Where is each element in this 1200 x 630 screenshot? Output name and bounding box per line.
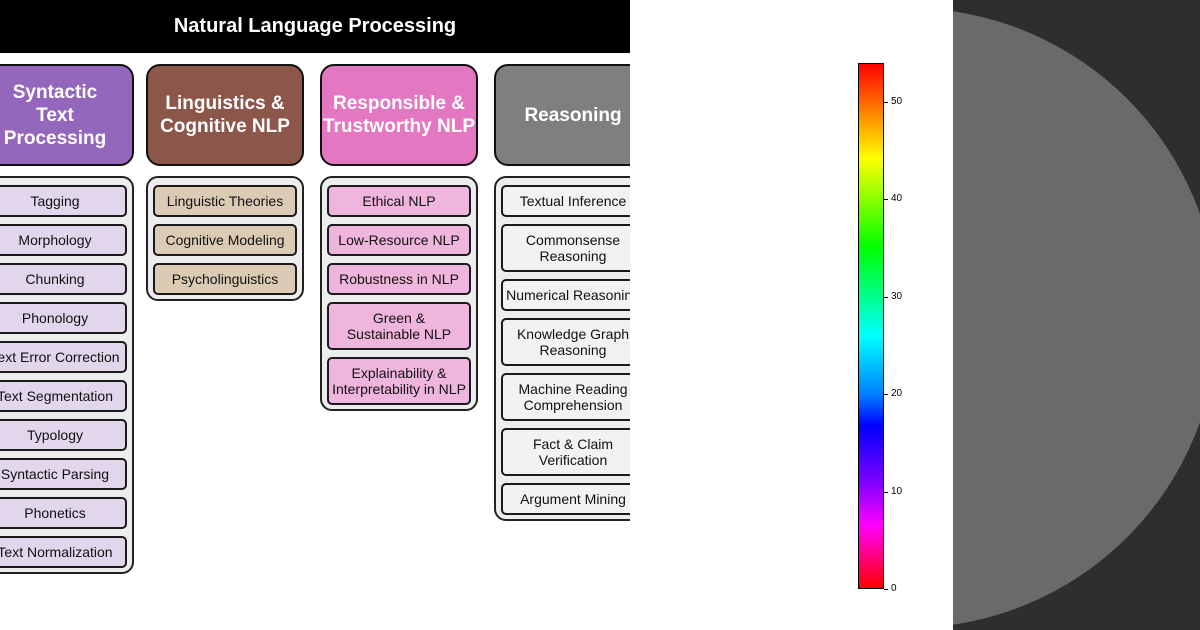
topic-item: Text Normalization xyxy=(0,536,127,568)
dark-circle-image xyxy=(953,0,1200,630)
topic-item: Tagging xyxy=(0,185,127,217)
diagram-title: Natural Language Processing xyxy=(0,0,630,53)
gray-circle xyxy=(953,8,1200,628)
topic-item: Phonology xyxy=(0,302,127,334)
topic-item: Morphology xyxy=(0,224,127,256)
topic-item: Cognitive Modeling xyxy=(153,224,297,256)
colorbar-tick-label: 10 xyxy=(891,485,903,497)
topic-item: Textual Inference xyxy=(501,185,630,217)
topic-item: Linguistic Theories xyxy=(153,185,297,217)
colorbar-tick-label: 50 xyxy=(891,95,903,107)
colorbar-panel: 0 10 20 30 40 50 xyxy=(630,0,953,630)
topic-item: Argument Mining xyxy=(501,483,630,515)
topic-item: Syntactic Parsing xyxy=(0,458,127,490)
topic-item: Knowledge Graph Reasoning xyxy=(501,318,630,366)
topic-item: Numerical Reasoning xyxy=(501,279,630,311)
category-header-2: Responsible & Trustworthy NLP xyxy=(320,64,478,166)
category-header-1: Linguistics & Cognitive NLP xyxy=(146,64,304,166)
colorbar-tick xyxy=(884,491,888,493)
topic-item: Low-Resource NLP xyxy=(327,224,471,256)
colorbar-tick-label: 30 xyxy=(891,290,903,302)
topic-item: Text Segmentation xyxy=(0,380,127,412)
colorbar-tick xyxy=(884,101,888,103)
colorbar-tick xyxy=(884,199,888,201)
colorbar-tick-label: 0 xyxy=(891,583,897,594)
topic-item: Robustness in NLP xyxy=(327,263,471,295)
topic-item: Commonsense Reasoning xyxy=(501,224,630,272)
colorbar-tick xyxy=(884,589,888,590)
category-header-0: Syntactic Text Processing xyxy=(0,64,134,166)
colorbar-tick xyxy=(884,296,888,298)
topic-item: Typology xyxy=(0,419,127,451)
topic-item: Machine Reading Comprehension xyxy=(501,373,630,421)
colorbar-tick-label: 40 xyxy=(891,193,903,205)
topic-item: Explainability & Interpretability in NLP xyxy=(327,357,471,405)
topic-item: Psycholinguistics xyxy=(153,263,297,295)
topic-item: Phonetics xyxy=(0,497,127,529)
nlp-taxonomy-diagram: Natural Language Processing Syntactic Te… xyxy=(0,0,630,574)
colorbar-tick xyxy=(884,394,888,396)
topic-item: Chunking xyxy=(0,263,127,295)
hsv-colorbar xyxy=(858,63,884,589)
category-list-2: Ethical NLP Low-Resource NLP Robustness in… xyxy=(320,176,478,411)
topic-item: Ethical NLP xyxy=(327,185,471,217)
topic-item: Fact & Claim Verification xyxy=(501,428,630,476)
topic-item: Text Error Correction xyxy=(0,341,127,373)
topic-item: Green & Sustainable NLP xyxy=(327,302,471,350)
colorbar-tick-label: 20 xyxy=(891,388,903,400)
category-header-3: Reasoning xyxy=(494,64,630,166)
